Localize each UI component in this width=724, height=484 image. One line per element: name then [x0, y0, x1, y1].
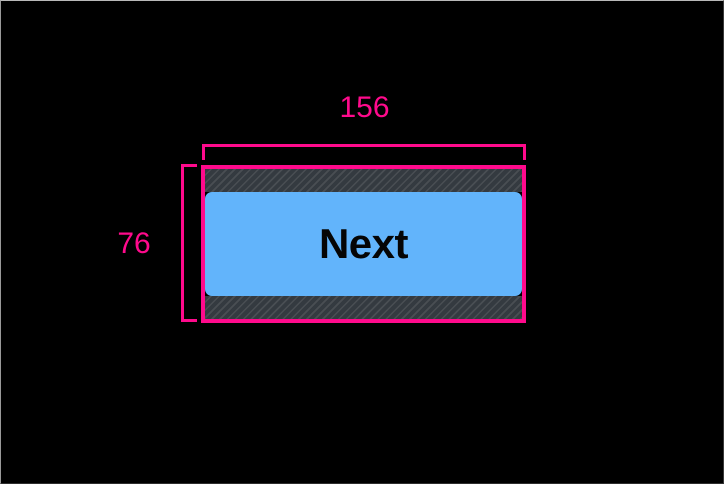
- hatched-spacing-band-bottom: [205, 296, 522, 319]
- width-dimension-bracket: [202, 144, 526, 160]
- element-highlight-box[interactable]: Next: [201, 165, 526, 323]
- width-dimension-label: 156: [339, 91, 390, 124]
- next-button-label: Next: [318, 220, 409, 267]
- height-dimension-label: 76: [117, 227, 151, 260]
- height-dimension-bracket: [181, 164, 197, 322]
- next-button[interactable]: Next: [205, 192, 522, 296]
- hatched-spacing-band-top: [205, 169, 522, 192]
